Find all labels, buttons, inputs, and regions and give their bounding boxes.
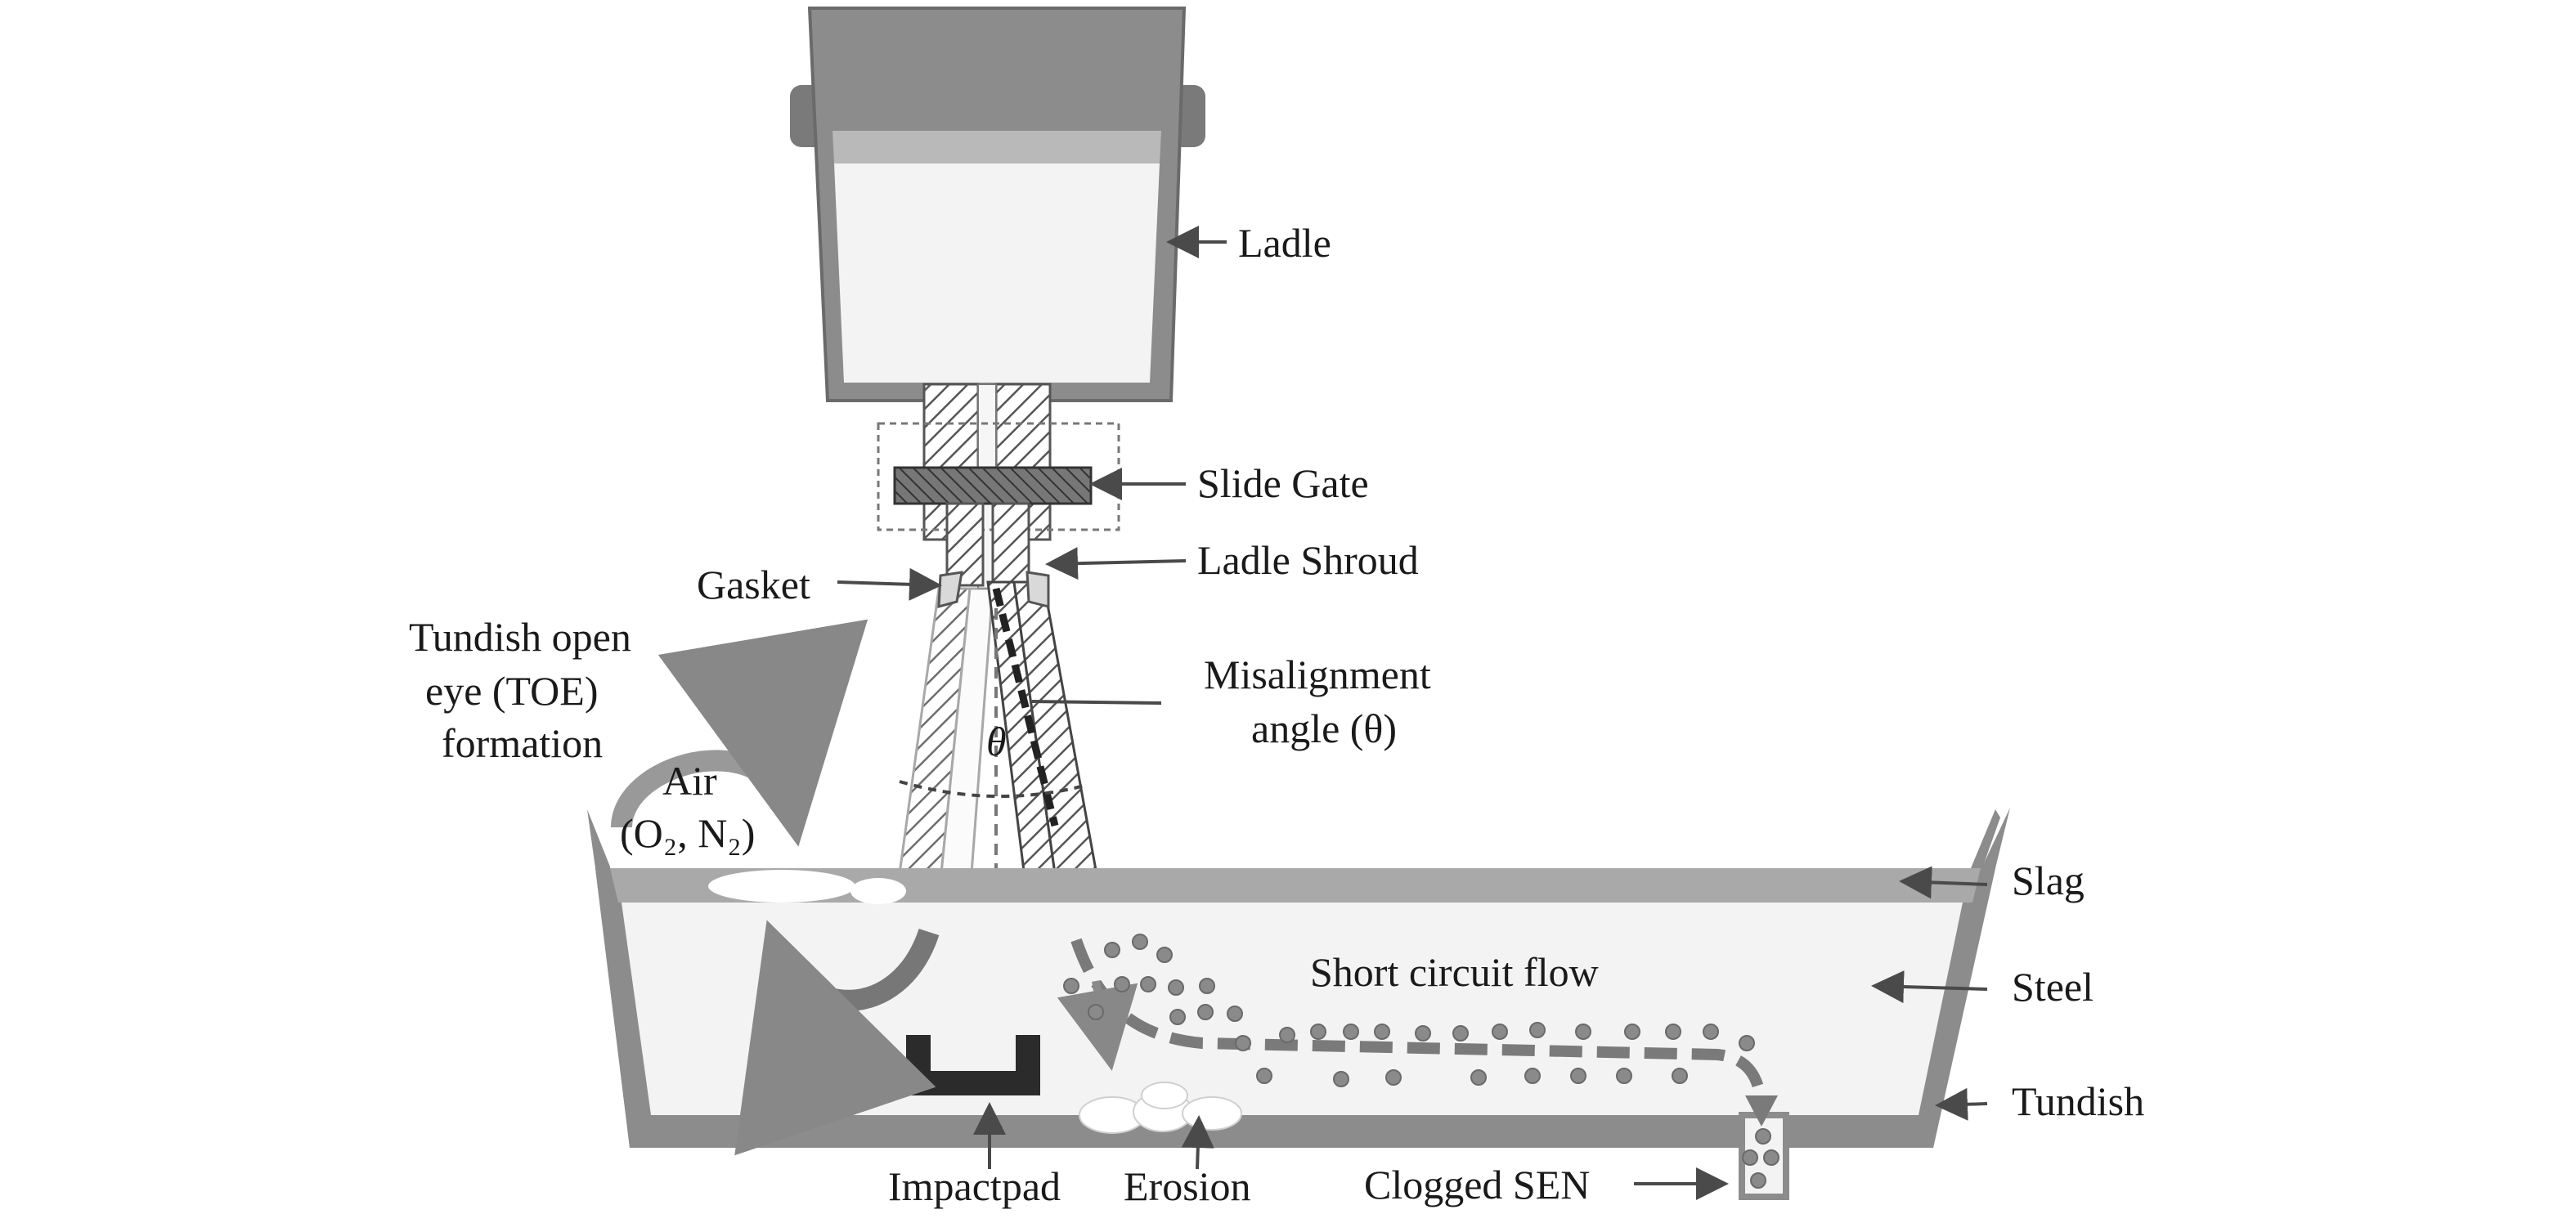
- tundish-steel: [622, 903, 1963, 1115]
- gasket-label: Gasket: [697, 562, 810, 607]
- callout-arrows: [837, 226, 1988, 1200]
- nozzle-assembly: [877, 383, 1120, 589]
- gasket-arrow: [837, 567, 942, 601]
- theta-symbol: θ: [986, 719, 1007, 764]
- ladle: [790, 7, 1205, 402]
- slag-label: Slag: [2012, 858, 2085, 903]
- toe-label-line2: eye (TOE): [425, 668, 598, 714]
- misalignment-angle-arc: [899, 780, 1088, 798]
- misaligned-centreline: [992, 587, 1059, 827]
- ladle-shroud-arrow: [1045, 547, 1187, 580]
- erosion-label: Erosion: [1124, 1163, 1251, 1209]
- slag-arrow: [1899, 866, 1988, 899]
- flow-arrowhead: [1745, 1095, 1778, 1127]
- air-recirculation-arrow: [734, 920, 940, 1156]
- steel-arrow: [1871, 970, 1988, 1004]
- tundish-slag: [610, 868, 1981, 903]
- collector-right: [991, 502, 1030, 587]
- misalignment-arrow: [1031, 700, 1162, 705]
- tundish-right-rim: [1971, 809, 2000, 868]
- tundish-arrow: [1935, 1087, 1988, 1121]
- short-circuit-label: Short circuit flow: [1310, 949, 1599, 995]
- erosion-area: [1079, 1082, 1242, 1134]
- open-eye-area: [708, 870, 855, 903]
- air-label-line2: (O₂, N₂): [620, 810, 755, 856]
- toe-label-line1: Tundish open: [409, 614, 631, 660]
- impact-pad: [906, 1035, 1040, 1095]
- tundish-label: Tundish: [2012, 1078, 2144, 1124]
- ladle-slag: [832, 131, 1161, 164]
- open-eye-area-2: [850, 878, 906, 904]
- clogged-sen-label: Clogged SEN: [1364, 1162, 1590, 1207]
- short-circuit-flow-path: [1070, 938, 1767, 1109]
- toe-label-line3: formation: [442, 720, 603, 766]
- steel-label: Steel: [2012, 964, 2094, 1010]
- aligned-shroud: [893, 587, 994, 919]
- impactpad-label: Impactpad: [888, 1163, 1061, 1209]
- slide-gate-plate: [893, 466, 1093, 505]
- ladle-shroud-label: Ladle Shroud: [1197, 537, 1419, 583]
- ladle-steel: [834, 164, 1160, 383]
- slide-gate-frame: [877, 422, 1120, 531]
- inclusion-particles: [1063, 934, 1779, 1189]
- down-flow-path: [1057, 980, 1138, 1071]
- air-label-line1: Air: [662, 758, 717, 804]
- slide-gate-label: Slide Gate: [1197, 460, 1369, 506]
- erosion-arrow: [1181, 1115, 1214, 1170]
- collector-left: [945, 502, 985, 587]
- air-entry-arrow: [611, 619, 868, 847]
- gasket-right: [1025, 571, 1050, 608]
- misalignment-label-line1: Misalignment: [1204, 652, 1431, 697]
- tundish: [587, 808, 2010, 1200]
- ladle-label: Ladle: [1238, 220, 1331, 266]
- misalignment-label-line2: angle (θ): [1251, 706, 1397, 751]
